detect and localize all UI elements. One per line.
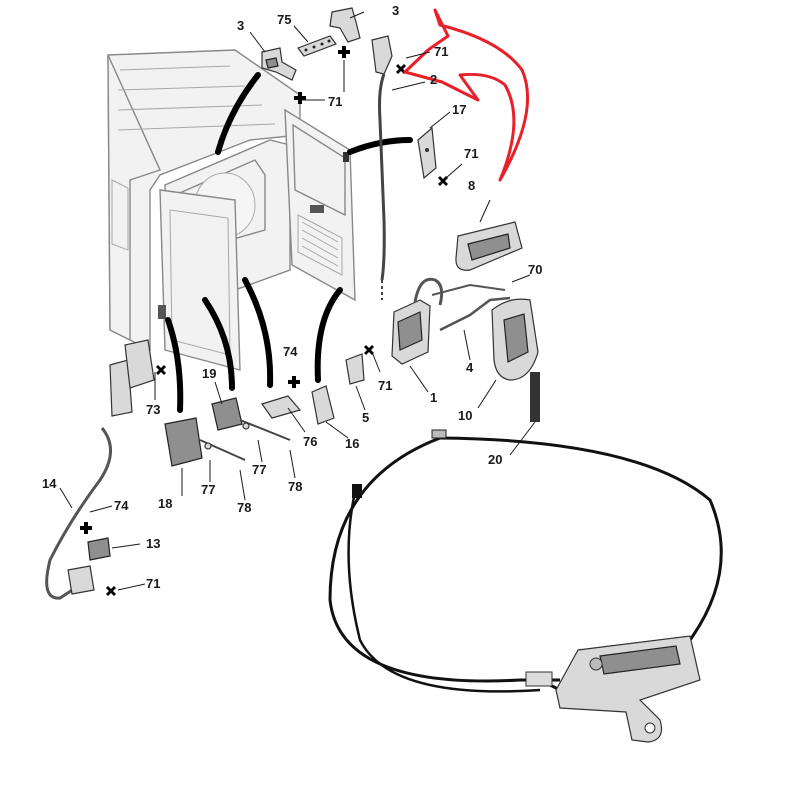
callout-13: 13 — [146, 536, 160, 551]
callout-78-lower: 78 — [237, 500, 251, 515]
hinge-upper-left — [261, 47, 297, 81]
callout-5: 5 — [362, 410, 369, 425]
small-bracket — [345, 353, 365, 385]
callout-74-bottom: 74 — [114, 498, 129, 513]
callout-20: 20 — [488, 452, 502, 467]
cross-screw-marker-icon — [80, 46, 448, 596]
striker — [311, 385, 335, 425]
callout-8: 8 — [468, 178, 475, 193]
callout-2: 2 — [430, 72, 437, 87]
callout-4: 4 — [466, 360, 474, 375]
bracket — [417, 126, 437, 180]
cable-lock-unit — [555, 635, 701, 743]
door-check — [109, 339, 155, 417]
striker-plate — [261, 395, 302, 419]
callout-70: 70 — [528, 262, 542, 277]
link-rod — [431, 283, 511, 332]
release-cable — [45, 427, 112, 600]
callout-10: 10 — [458, 408, 472, 423]
upper-lock-rod — [371, 35, 393, 300]
cable-sleeve — [530, 372, 540, 422]
cable-clip — [87, 537, 111, 561]
callout-74-top: 74 — [283, 344, 298, 359]
door-stop-upper — [211, 397, 291, 441]
hinge-upper-right — [329, 7, 361, 43]
red-curved-arrow-icon — [403, 8, 530, 182]
callout-73: 73 — [146, 402, 160, 417]
callout-71-bracket: 71 — [464, 146, 478, 161]
callout-1: 1 — [430, 390, 437, 405]
callout-71-lock: 71 — [378, 378, 392, 393]
door-stop-lower — [164, 417, 246, 467]
callout-leaders — [59, 11, 536, 591]
callout-77-lower: 77 — [201, 482, 215, 497]
hinge-plate — [297, 35, 337, 57]
callout-3-right: 3 — [392, 3, 399, 18]
callout-75: 75 — [277, 12, 291, 27]
lock-mechanism — [391, 277, 444, 365]
callout-19: 19 — [202, 366, 216, 381]
callout-labels: 3 75 3 71 2 71 17 71 8 70 74 71 4 1 5 10… — [42, 3, 542, 591]
callout-77-upper: 77 — [252, 462, 266, 477]
van-body — [107, 49, 356, 371]
callout-71-hinge: 71 — [328, 94, 342, 109]
callout-14: 14 — [42, 476, 57, 491]
callout-16: 16 — [345, 436, 359, 451]
callout-18: 18 — [158, 496, 172, 511]
callout-17: 17 — [452, 102, 466, 117]
location-leaders — [165, 72, 413, 413]
callout-76: 76 — [303, 434, 317, 449]
interior-handle — [455, 221, 523, 271]
callout-3-left: 3 — [237, 18, 244, 33]
exterior-handle — [491, 298, 539, 381]
callout-71-top: 71 — [434, 44, 448, 59]
callout-71-bottom: 71 — [146, 576, 160, 591]
callout-78-upper: 78 — [288, 479, 302, 494]
